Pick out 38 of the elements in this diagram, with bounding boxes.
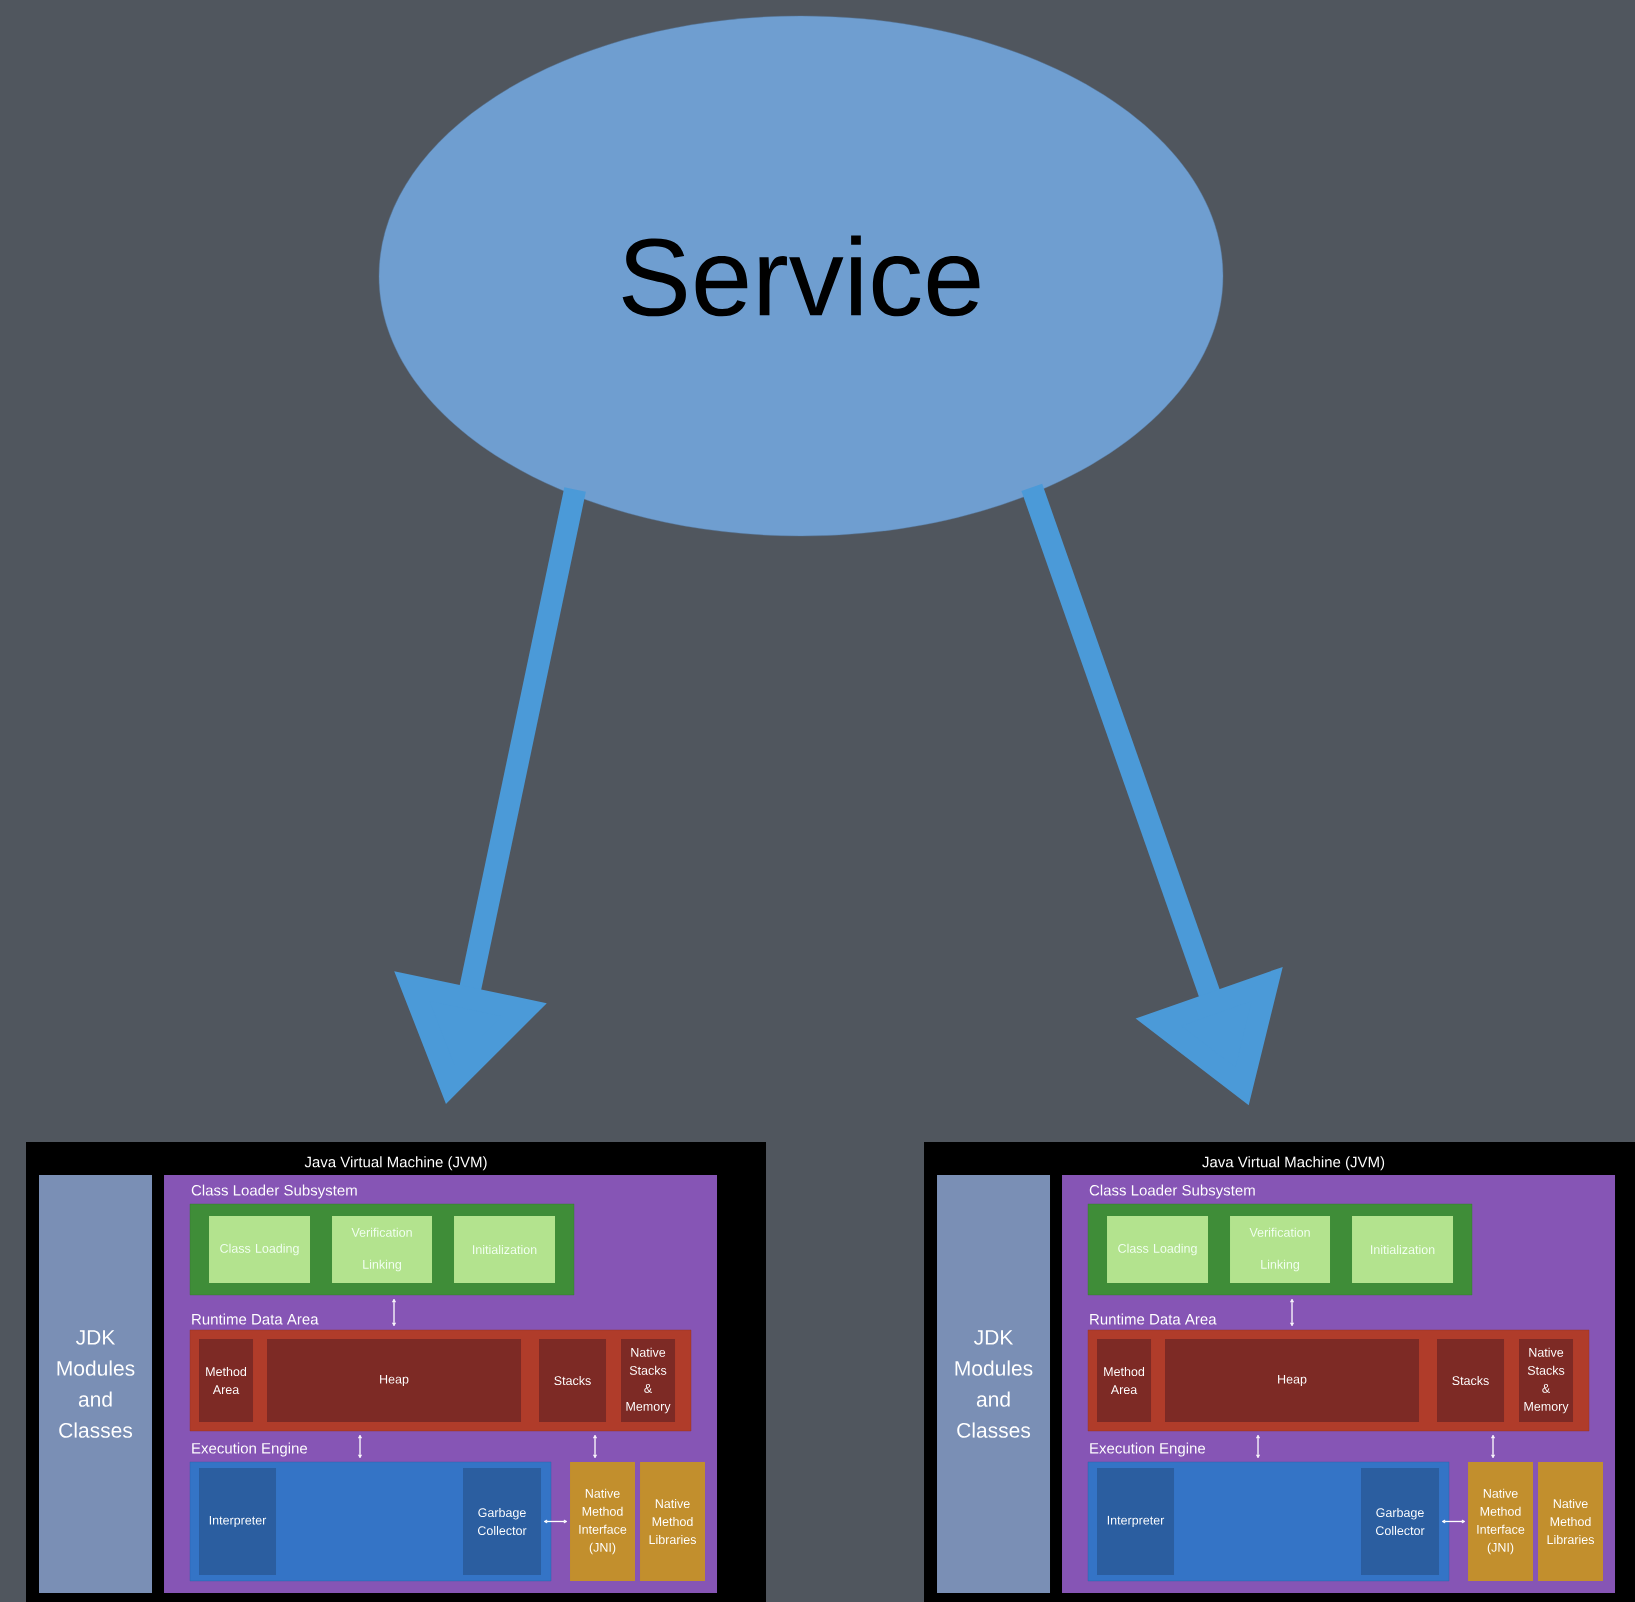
- process-box: Class Loading: [209, 1216, 310, 1283]
- node-label: Runtime Data Area: [1090, 1313, 1217, 1325]
- arrow: [1290, 1298, 1294, 1327]
- node-label: Execution Engine: [192, 1442, 308, 1457]
- process-box: Verification Linking: [332, 1216, 432, 1283]
- process-box: Native Method Interface (JNI): [570, 1462, 635, 1581]
- arrow: [358, 1434, 362, 1459]
- process-box: Native Method Interface (JNI): [1468, 1462, 1533, 1581]
- process-box: Garbage Collector: [1361, 1468, 1439, 1575]
- process-box: Method Area: [1097, 1339, 1151, 1422]
- arrow: [1491, 1434, 1495, 1459]
- process-box: Native Stacks & Memory: [1519, 1339, 1573, 1422]
- process-box: Initialization: [454, 1216, 555, 1283]
- process-box: Native Stacks & Memory: [621, 1339, 675, 1422]
- process-box: Heap: [267, 1339, 521, 1422]
- process-box: Heap: [1165, 1339, 1419, 1422]
- process-box: Stacks: [1437, 1339, 1504, 1422]
- arrow: [593, 1434, 597, 1459]
- node-label: Class Loader Subsystem: [191, 1184, 357, 1199]
- node-label: Class Loader Subsystem: [1089, 1184, 1255, 1199]
- process-box: Interpreter: [1097, 1468, 1174, 1575]
- process-box: Native Method Libraries: [1538, 1462, 1603, 1581]
- node-label: Runtime Data Area: [192, 1313, 319, 1325]
- process-box: Interpreter: [199, 1468, 276, 1575]
- arrow: [1441, 1519, 1466, 1524]
- arrow: [1256, 1434, 1260, 1459]
- process-box: Verification Linking: [1230, 1216, 1330, 1283]
- process-box: Stacks: [539, 1339, 606, 1422]
- process-box: Native Method Libraries: [640, 1462, 705, 1581]
- side-panel: JDK Modules and Classes: [39, 1175, 152, 1593]
- arrow: [543, 1519, 568, 1524]
- node-label: Execution Engine: [1090, 1442, 1206, 1457]
- process-box: Initialization: [1352, 1216, 1453, 1283]
- process-box: Garbage Collector: [463, 1468, 541, 1575]
- process-box: Method Area: [199, 1339, 253, 1422]
- process-box: Class Loading: [1107, 1216, 1208, 1283]
- side-panel: JDK Modules and Classes: [937, 1175, 1050, 1593]
- arrow: [392, 1298, 396, 1327]
